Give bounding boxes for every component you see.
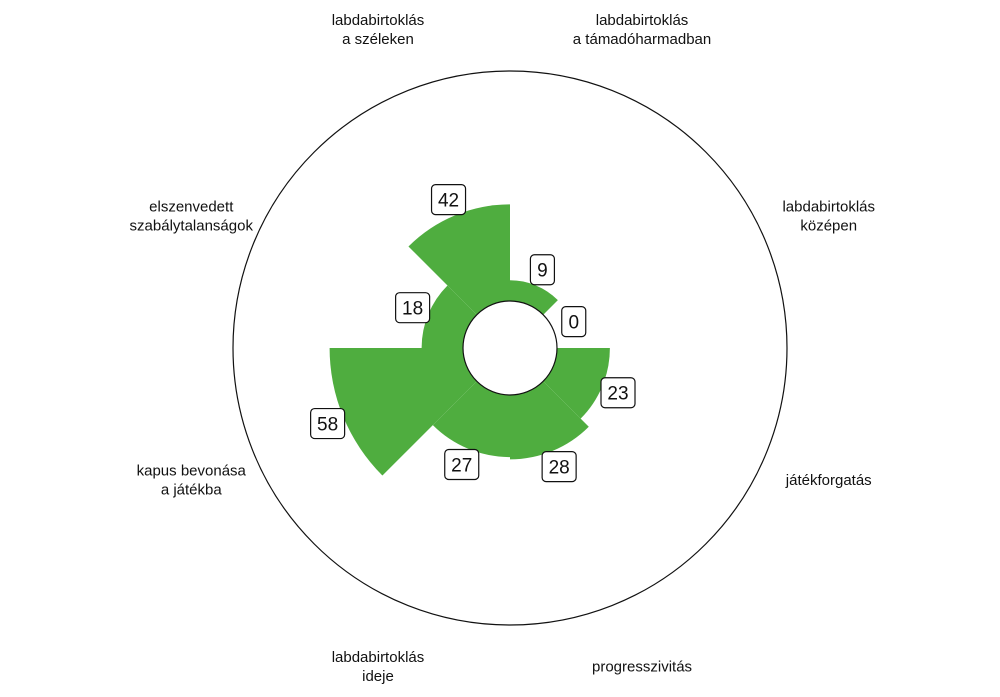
category-label-6: elszenvedett szabálytalanságok (130, 198, 254, 234)
value-label-box (310, 407, 346, 440)
category-label-line: elszenvedett (149, 198, 234, 215)
value-label-text: 0 (568, 313, 579, 334)
category-label-line: labdabirtoklás (596, 12, 689, 29)
category-label-line: játékforgatás (785, 472, 872, 489)
value-label-text: 58 (317, 415, 338, 436)
value-label-box (600, 377, 636, 409)
category-label-1: labdabirtoklás középen (782, 198, 875, 234)
category-label-line: progresszivitás (592, 659, 692, 676)
category-label-7: labdabirtoklás a széleken (332, 12, 425, 48)
category-label-line: ideje (362, 668, 394, 685)
value-label-text: 27 (451, 456, 472, 477)
value-label-box (529, 254, 556, 286)
value-label-2: 23 (600, 377, 636, 409)
value-label-6: 18 (395, 292, 431, 324)
value-label-3: 28 (541, 451, 577, 483)
value-label-text: 18 (402, 299, 423, 320)
category-label-line: a széleken (342, 31, 414, 48)
value-label-box (561, 305, 587, 338)
category-label-line: a játékba (161, 482, 223, 499)
inner-hole (462, 300, 558, 396)
value-labels: 9 0 23 28 27 58 18 42 (310, 184, 636, 483)
category-label-line: szabálytalanságok (130, 217, 254, 234)
category-label-2: játékforgatás (785, 472, 872, 489)
value-label-5: 58 (310, 407, 346, 440)
value-label-box (541, 451, 577, 483)
value-label-text: 42 (438, 191, 459, 212)
category-label-line: labdabirtoklás (332, 12, 425, 29)
value-label-0: 9 (529, 254, 556, 286)
value-label-box (430, 184, 467, 216)
category-label-line: középen (800, 217, 857, 234)
value-label-box (395, 292, 431, 324)
value-label-text: 9 (537, 261, 548, 282)
category-label-line: labdabirtoklás (332, 649, 425, 666)
category-label-line: a támadóharmadban (573, 31, 711, 48)
outer-ring (232, 70, 788, 626)
value-label-box (444, 448, 480, 481)
value-label-7: 42 (430, 184, 467, 216)
category-label-5: kapus bevonása a játékba (137, 463, 247, 499)
category-label-line: kapus bevonása (137, 463, 247, 480)
category-label-4: labdabirtoklás ideje (332, 649, 425, 685)
category-label-3: progresszivitás (592, 659, 692, 676)
value-label-1: 0 (561, 305, 587, 338)
bar-5 (329, 348, 510, 476)
value-label-text: 28 (549, 458, 570, 479)
value-label-4: 27 (444, 448, 480, 481)
value-label-text: 23 (607, 384, 628, 405)
category-label-line: labdabirtoklás (782, 198, 875, 215)
category-label-0: labdabirtoklás a támadóharmadban (573, 12, 711, 48)
